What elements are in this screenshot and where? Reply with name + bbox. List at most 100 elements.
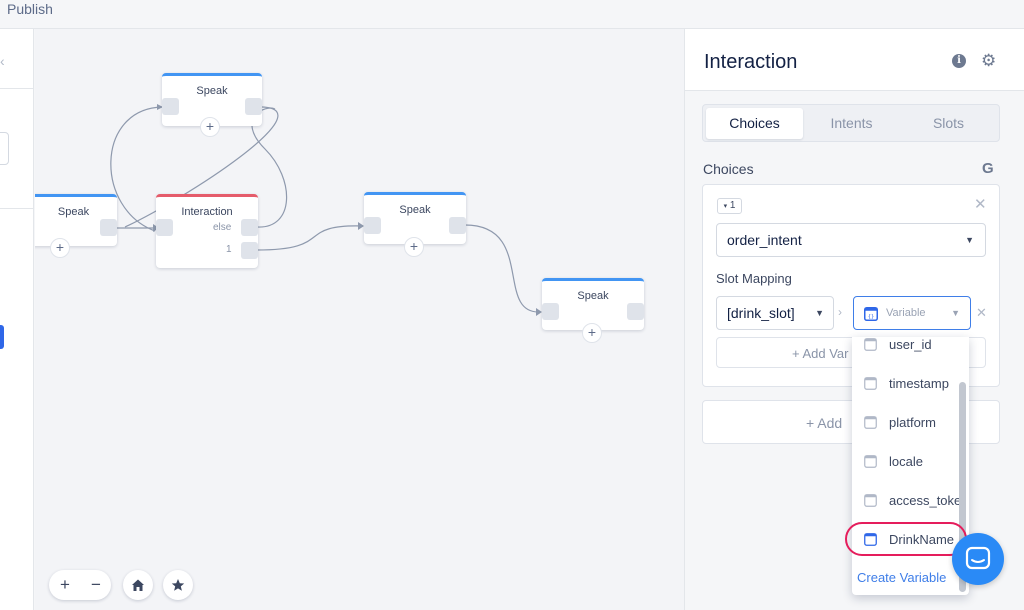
tab-bar: Choices Intents Slots [702,104,1000,142]
node-title: Speak [577,290,609,302]
home-icon [132,579,144,591]
option-label: locale [889,454,923,469]
variable-icon [864,533,877,546]
dropdown-option[interactable]: access_toke [852,482,969,518]
dropdown-option[interactable]: platform [852,404,969,440]
wire-interaction-1-to-speak-mid [256,225,364,251]
gear-icon[interactable]: ⚙ [981,51,997,70]
option-label: user_id [889,337,932,352]
node-output-port[interactable] [627,303,644,320]
add-step-button[interactable]: + [200,117,220,137]
node-title: Speak [57,206,90,218]
dropdown-scrollbar[interactable] [959,382,966,592]
wire-speak-top-to-interaction [124,106,279,228]
left-panel-divider [0,208,34,209]
variable-select[interactable]: {} Variable ▼ [853,296,971,330]
panel-header: Interaction i ⚙ [685,29,1024,91]
svg-text:{}: {} [868,314,874,320]
speak-node-left[interactable]: Speak + [35,194,117,258]
variable-icon [864,455,877,468]
chevron-down-icon: ▼ [965,235,974,245]
add-step-button[interactable]: + [50,238,70,258]
intent-select[interactable]: order_intent ▼ [716,223,986,257]
left-panel-divider [0,88,34,89]
selection-highlight-ring [845,522,967,556]
remove-mapping-icon[interactable]: ✕ [976,305,987,320]
choice-number-badge[interactable]: ▾ 1 [717,198,742,214]
variable-placeholder: Variable [886,307,926,319]
wire-arrowhead [536,308,542,316]
panel-title: Interaction [704,51,798,73]
flow-canvas[interactable]: Speak + Speak + Interaction else 1 Speak… [35,29,684,610]
choice-output-port[interactable] [241,242,258,259]
choice-number: 1 [729,200,736,211]
node-output-port[interactable] [100,219,117,236]
wire-speak-mid-to-speak-right [464,224,541,313]
option-label: DrinkName [889,532,955,547]
option-label: timestamp [889,376,949,391]
zoom-in-button[interactable]: + [60,575,70,594]
left-panel-active-button[interactable] [0,325,4,349]
node-title: Speak [399,204,431,216]
add-step-button[interactable]: + [404,237,424,257]
collapse-chevron-icon[interactable]: ‹ [0,53,5,69]
variable-icon [864,377,877,390]
node-input-port[interactable] [162,98,179,115]
chevron-down-icon: ▼ [815,308,824,318]
left-panel: ‹ [0,29,34,610]
add-choice-label: + Add [806,415,843,431]
zoom-controls: + − [49,570,111,600]
variable-dropdown: user_id timestamp platform locale access… [852,337,969,595]
add-step-button[interactable]: + [582,323,602,343]
choices-section-label: Choices [703,161,754,177]
speak-node-top[interactable]: Speak + [162,73,262,137]
speak-node-right[interactable]: Speak + [542,278,644,343]
else-label: else [213,222,232,233]
node-title: Interaction [181,206,233,218]
chat-launcher-button[interactable] [952,533,1004,585]
node-input-port[interactable] [156,219,173,236]
top-bar: Publish [0,0,1024,29]
dropdown-option[interactable]: locale [852,443,969,479]
dropdown-option[interactable]: user_id [852,337,969,362]
speak-node-middle[interactable]: Speak + [364,192,466,257]
option-label: access_toke [889,493,962,508]
tab-slots[interactable]: Slots [932,115,965,131]
google-icon[interactable]: G [982,160,994,177]
mapping-arrow-icon: › [838,305,842,319]
dropdown-option-selected[interactable]: DrinkName [852,521,969,557]
wire-arrowhead [157,104,163,110]
variable-icon [864,416,877,429]
info-icon[interactable]: i [952,54,966,68]
choice-label: 1 [226,244,232,255]
create-variable-link[interactable]: Create Variable [857,570,947,585]
slot-value: [drink_slot] [727,305,795,321]
chat-icon [965,546,991,570]
favorite-button[interactable] [163,570,193,600]
left-panel-field[interactable] [0,132,9,165]
variable-icon: {} [864,307,878,321]
star-icon [171,579,185,591]
dropdown-option[interactable]: timestamp [852,365,969,401]
intent-value: order_intent [727,232,802,248]
add-variable-label: + Add Var [792,346,849,361]
remove-choice-icon[interactable]: ✕ [974,196,987,213]
interaction-node[interactable]: Interaction else 1 [156,194,258,268]
variable-icon [864,338,877,351]
node-title: Speak [196,85,228,97]
wire-arrowhead [358,222,364,230]
home-button[interactable] [123,570,153,600]
node-input-port[interactable] [542,303,559,320]
tab-intents[interactable]: Intents [830,115,873,131]
option-label: platform [889,415,936,430]
zoom-out-button[interactable]: − [91,575,101,594]
publish-button[interactable]: Publish [7,1,53,17]
node-input-port[interactable] [364,217,381,234]
badge-caret-icon: ▾ [723,203,728,210]
node-output-port[interactable] [449,217,466,234]
chevron-down-icon: ▼ [951,308,960,318]
else-output-port[interactable] [241,219,258,236]
slot-select[interactable]: [drink_slot] ▼ [716,296,834,330]
tab-choices[interactable]: Choices [706,108,803,139]
node-output-port[interactable] [245,98,262,115]
